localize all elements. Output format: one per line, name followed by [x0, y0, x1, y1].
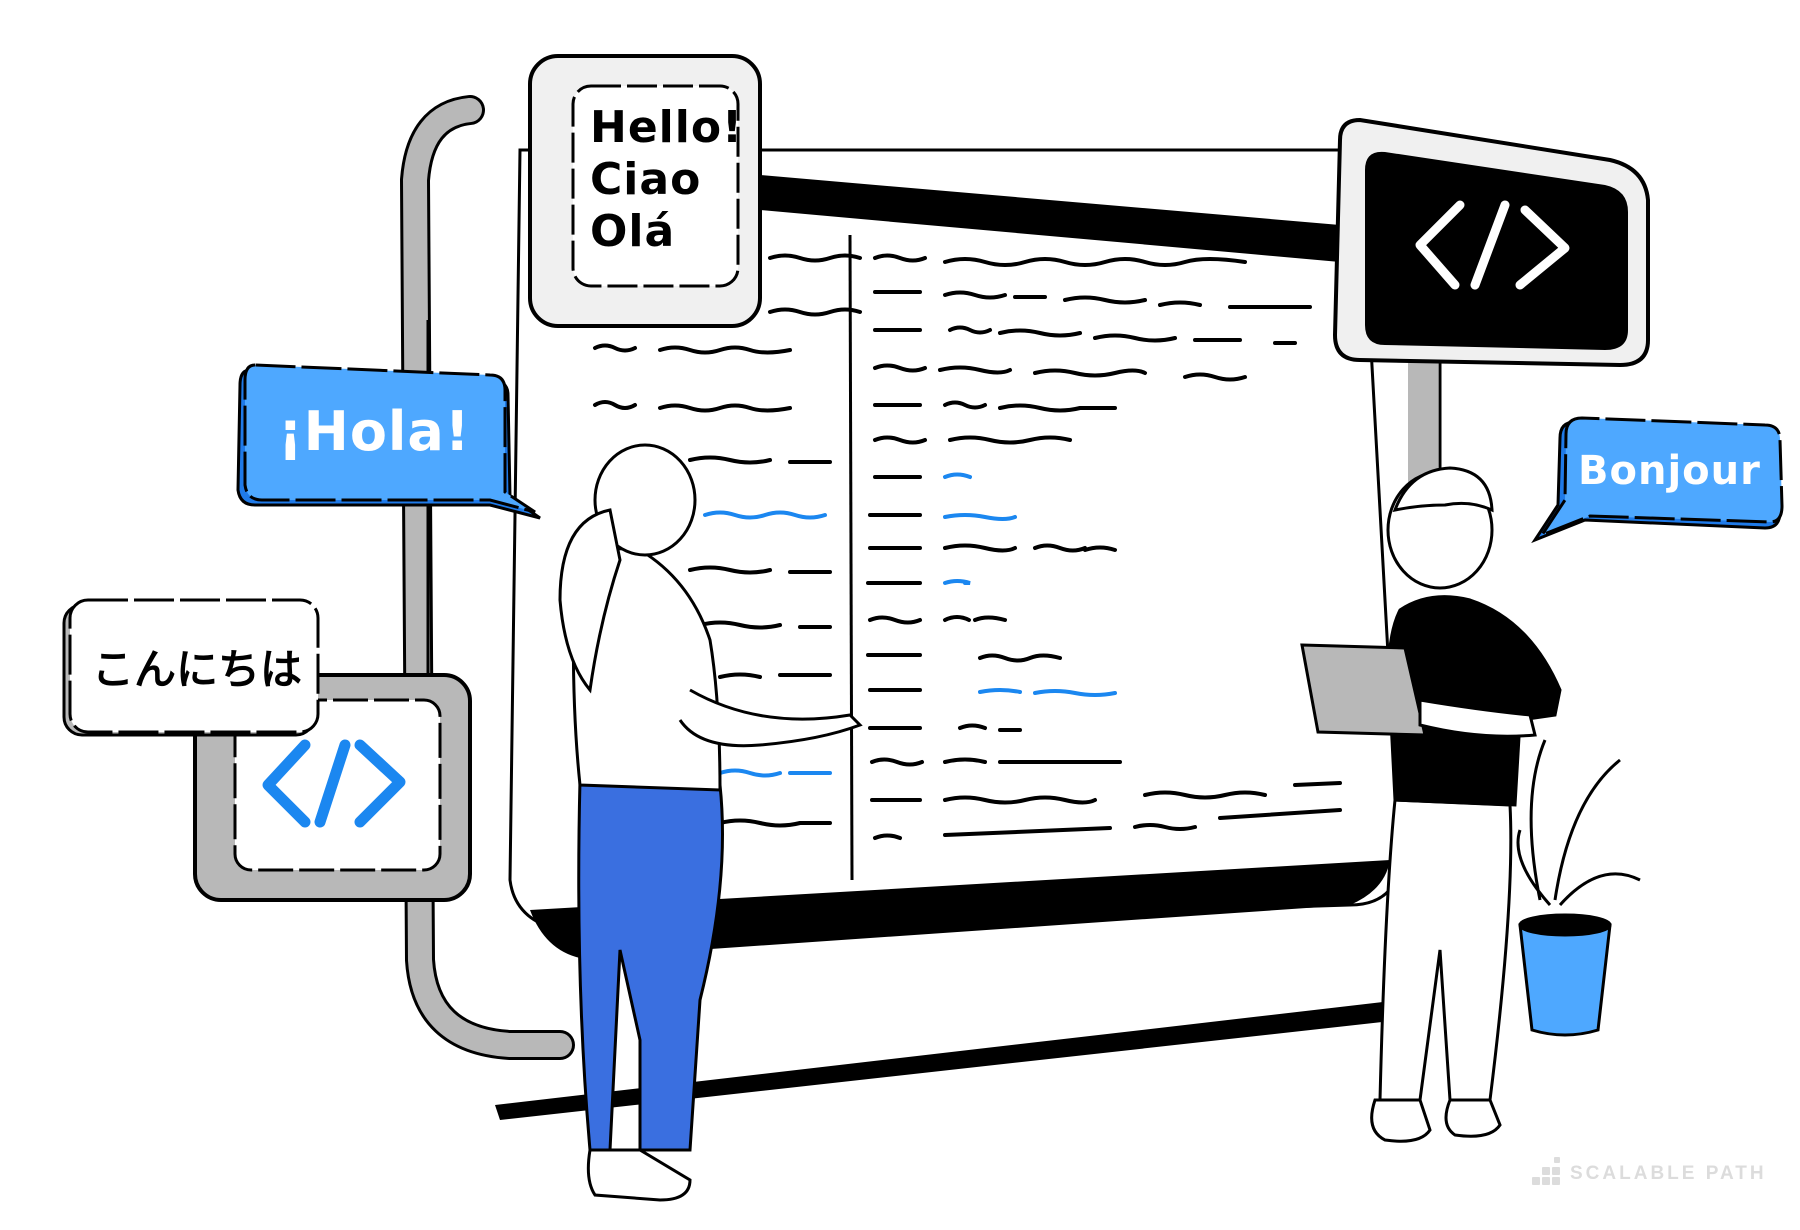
bubble-bonjour	[1531, 416, 1784, 544]
brand-logo: SCALABLE PATH	[1532, 1157, 1767, 1185]
greeting-ola: Olá	[590, 206, 676, 257]
brand-name: SCALABLE PATH	[1570, 1163, 1767, 1184]
sign-right-code	[1332, 117, 1650, 490]
bubble-hola	[236, 320, 541, 680]
bubble-hola-label: ¡Hola!	[278, 400, 471, 463]
greeting-ciao: Ciao	[590, 154, 702, 205]
code-right-column	[866, 253, 1342, 840]
sign-top-center	[528, 54, 762, 328]
code-left-column	[593, 253, 862, 828]
plant	[1516, 739, 1641, 1037]
person-man	[1300, 466, 1562, 1143]
bubble-bonjour-label: Bonjour	[1578, 448, 1761, 494]
card-konnichiwa	[62, 598, 320, 737]
back-frame	[399, 95, 575, 1060]
greeting-hello: Hello!	[590, 102, 744, 153]
scalable-path-logo-icon	[1532, 1157, 1562, 1185]
person-woman	[558, 443, 863, 1202]
sign-top-center-text: Hello! Ciao Olá	[590, 102, 743, 258]
card-konnichiwa-label: こんにちは	[92, 645, 303, 694]
